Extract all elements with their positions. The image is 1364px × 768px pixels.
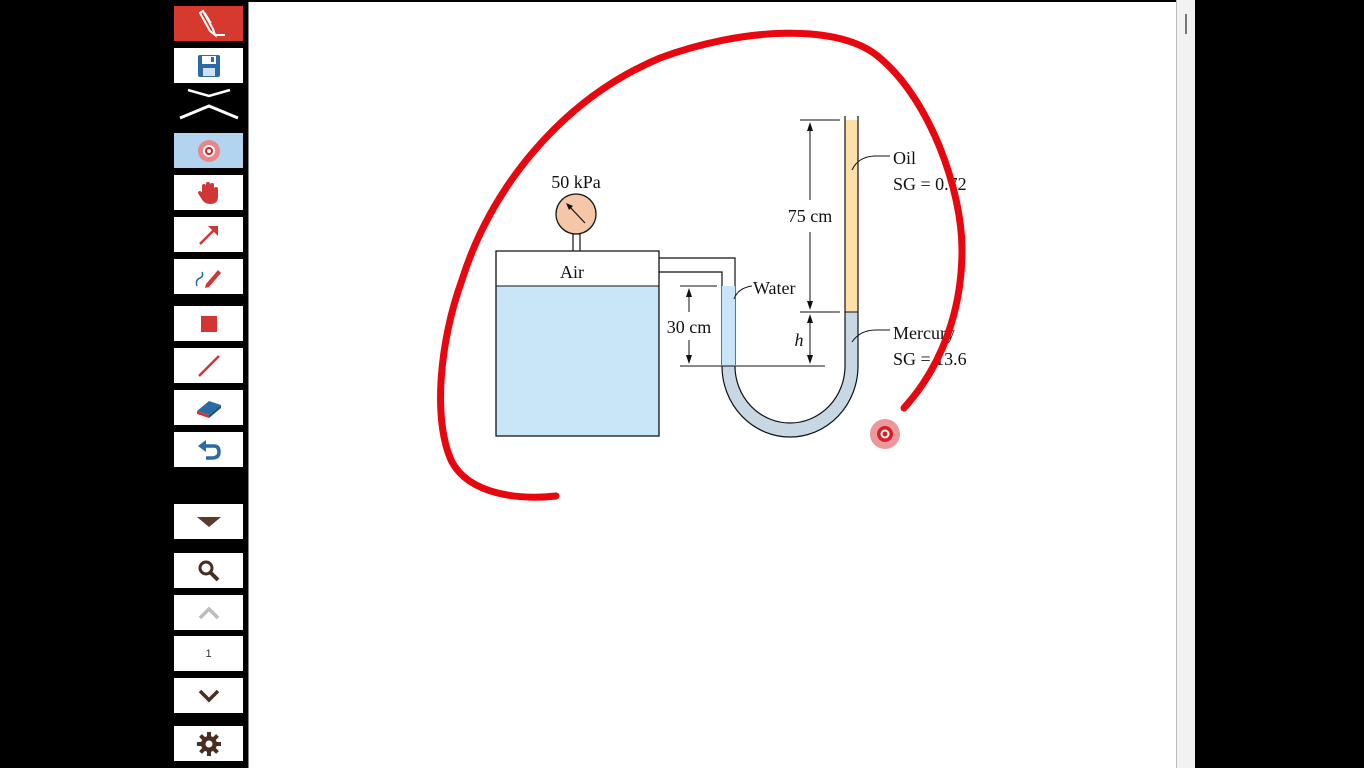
undo-icon — [197, 439, 221, 460]
caret-down-icon — [196, 516, 221, 527]
air-label: Air — [560, 262, 584, 282]
collapse-chevrons-icon — [178, 88, 239, 120]
red-freehand-annotation — [437, 29, 966, 501]
oil-label: Oil — [893, 148, 916, 168]
annotation-toolbar: 1 — [172, 0, 246, 768]
gauge-pressure-label: 50 kPa — [551, 172, 601, 192]
pointer-tool-button[interactable] — [174, 133, 243, 168]
u-tube-inner — [734, 365, 846, 424]
save-button[interactable] — [174, 48, 243, 83]
chevron-down-icon — [198, 689, 219, 702]
chevron-up-icon — [198, 606, 219, 619]
pen-logo-icon — [198, 9, 225, 38]
rectangle-tool-button[interactable] — [174, 306, 243, 341]
page-number-display[interactable]: 1 — [174, 636, 243, 671]
freehand-tool-button[interactable] — [174, 259, 243, 294]
scrollbar-thumb[interactable] — [1185, 14, 1187, 34]
u-tube-outer — [721, 365, 859, 438]
rectangle-icon — [200, 315, 217, 332]
hand-icon — [197, 181, 218, 204]
water-label: Water — [753, 278, 796, 298]
dimension-30cm-label: 30 cm — [667, 317, 712, 337]
document-page — [248, 2, 1176, 768]
mercury-fill — [722, 312, 858, 437]
freehand-pen-icon — [195, 269, 221, 288]
gear-icon — [196, 731, 221, 756]
save-icon — [197, 54, 220, 77]
mercury-label: Mercury — [893, 323, 955, 343]
dimension-h-label: h — [795, 330, 804, 350]
search-button[interactable] — [174, 553, 243, 588]
line-tool-button[interactable] — [174, 348, 243, 383]
search-icon — [198, 560, 219, 581]
oil-column — [845, 120, 858, 312]
gauge-needle-tip — [566, 203, 573, 210]
tank-water — [496, 286, 659, 436]
arrow-icon — [198, 225, 218, 245]
collapse-toolbar-button[interactable] — [174, 88, 243, 122]
laser-pointer-icon — [197, 139, 220, 162]
dropdown-button[interactable] — [174, 504, 243, 539]
undo-button[interactable] — [174, 432, 243, 467]
tank-outline — [495, 250, 660, 437]
mercury-sg-label: SG = 13.6 — [893, 349, 967, 369]
line-icon — [197, 354, 220, 377]
pen-logo-button[interactable] — [174, 6, 243, 41]
vertical-scrollbar[interactable] — [1176, 0, 1195, 768]
page-down-button[interactable] — [174, 678, 243, 713]
eraser-tool-button[interactable] — [174, 390, 243, 425]
dimension-75cm-label: 75 cm — [788, 206, 833, 226]
settings-button[interactable] — [174, 726, 243, 761]
arrow-tool-button[interactable] — [174, 217, 243, 252]
hand-tool-button[interactable] — [174, 175, 243, 210]
laser-pointer-cursor — [870, 419, 900, 449]
eraser-icon — [196, 400, 221, 418]
gauge-needle — [568, 205, 586, 224]
dimension-lines — [680, 119, 890, 367]
page-number: 1 — [205, 647, 212, 660]
dimension-arrowheads — [686, 122, 813, 364]
page-up-button[interactable] — [174, 595, 243, 630]
pipe-water — [722, 286, 735, 366]
